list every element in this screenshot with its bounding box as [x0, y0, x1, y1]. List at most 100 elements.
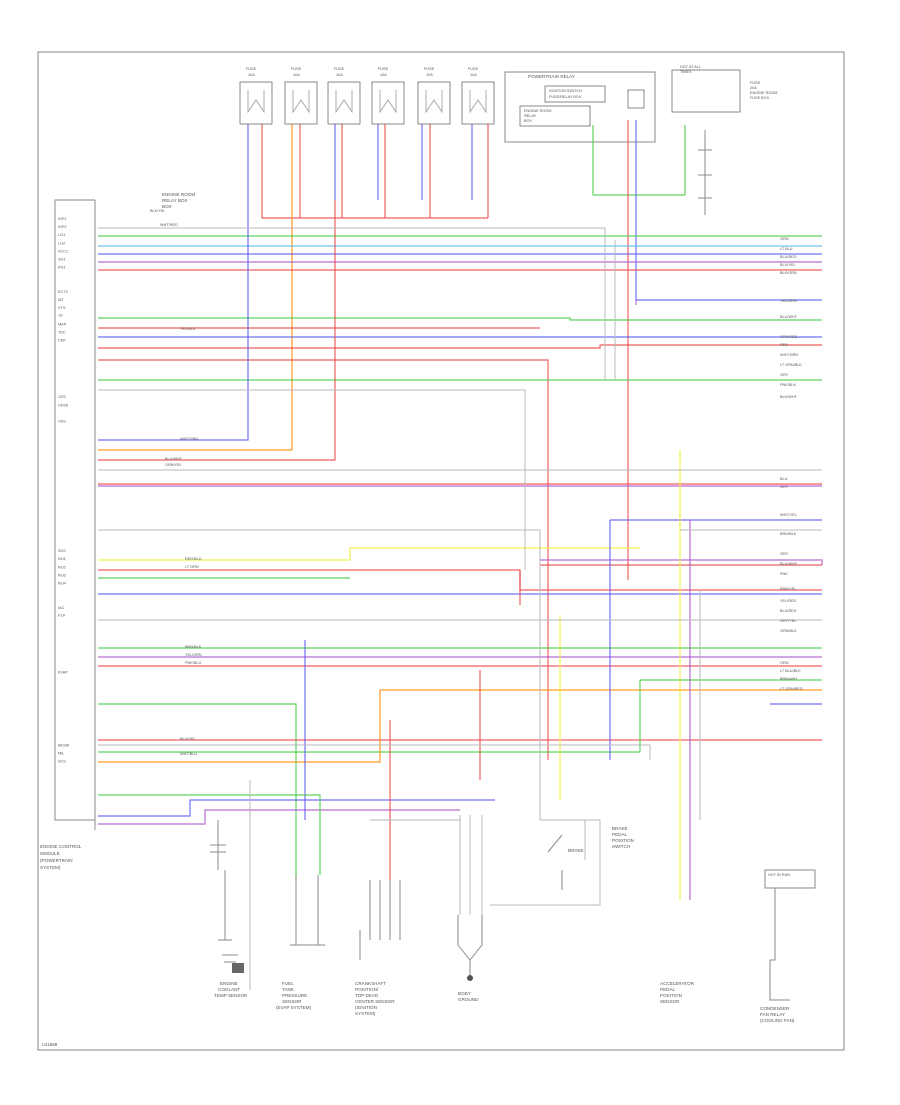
- component-label: SENSOR: [660, 999, 680, 1004]
- ecm-pin-label: VCC1: [58, 249, 68, 253]
- component-label: TANK: [282, 987, 295, 992]
- connector-label-line: ENGINE ROOM: [162, 192, 195, 197]
- wire-49: [98, 799, 495, 817]
- mid-wire-label: BLU/WHT: [165, 457, 183, 461]
- diagram-footer-code: L01568: [42, 1042, 58, 1047]
- right-wire-label: BLU/RED: [780, 255, 797, 259]
- ground-icon: [467, 975, 473, 981]
- ecm-pin-label: VSS: [58, 420, 66, 424]
- ecm-pin-label: O2S: [58, 395, 66, 399]
- component-label: GROUND: [458, 997, 479, 1002]
- relay-inner-box: [544, 85, 606, 103]
- component-label: (IGNITION: [355, 1005, 377, 1010]
- wire-48: [98, 690, 381, 763]
- relay-coil-box: [519, 105, 591, 127]
- relay-box-title: POWERTRAIN RELAY: [528, 74, 575, 79]
- ecm-bracket: [54, 199, 95, 821]
- right-wire-label: GRY/YEL: [780, 619, 796, 623]
- mid-wire-label: WHT/BLU: [180, 752, 197, 756]
- right-wire-label: WHT/YEL: [780, 513, 797, 517]
- top-right-side-label: FUSE: [750, 81, 761, 85]
- component-label: FUEL: [282, 981, 294, 986]
- fuse-label: FUSE: [246, 67, 257, 71]
- right-wire-label: LT GRN/BLK: [780, 363, 802, 367]
- gray-wire-3: [98, 529, 541, 820]
- mid-wire-label: RED/BLU: [185, 557, 202, 561]
- fuse-icon: [379, 90, 397, 114]
- condenser-fan-relay: HOT IN RUN CONDENSER FAN RELAY (COOLING …: [760, 869, 816, 1023]
- wire-33: [98, 569, 822, 591]
- mid-wire-labels: BLK/YELWHT/REDYEL/BLKWHT/GRNBLU/WHTGRN/Y…: [150, 209, 202, 756]
- ecm-pin-label: INJ2: [58, 565, 66, 569]
- component-label: (COOLING FAN): [760, 1018, 795, 1023]
- right-wire-label: BLK/WHT: [780, 395, 798, 399]
- fuse-label: FUSE: [334, 67, 345, 71]
- right-wire-label: BRN/BLK: [780, 532, 797, 536]
- component-label: POSITION/: [355, 987, 379, 992]
- right-wire-label: BLU/YEL: [780, 263, 796, 267]
- relay-contact-box: [627, 89, 645, 109]
- right-wire-label: GRY: [780, 552, 789, 556]
- ecm-pin-label: LG1: [58, 233, 65, 237]
- right-wire-label: GRY: [780, 373, 789, 377]
- wire-21: [98, 317, 822, 321]
- ecm-pin-label: TP: [58, 314, 63, 318]
- top-right-fuse-box: [671, 69, 741, 113]
- component-label: CENTER SENSOR: [355, 999, 395, 1004]
- component-label: BODY: [458, 991, 471, 996]
- fuse-rating: 10A: [380, 73, 387, 77]
- right-wire-label: ORN: [780, 661, 789, 665]
- fuel-tank-pressure-sensor: FUEL TANK PRESSURE SENSOR (EVAP SYSTEM): [276, 875, 325, 1010]
- right-wire-label: PNK: [780, 572, 788, 576]
- right-wire-label: BLU/RED: [780, 609, 797, 613]
- fuse-box: [417, 81, 451, 125]
- component-label: CONDENSER: [760, 1006, 790, 1011]
- mid-wire-label: BLK/YEL: [150, 209, 165, 213]
- switch-label: POSITION: [612, 838, 634, 843]
- ecm-pin-label: ECT2: [58, 290, 68, 294]
- mid-wire-label: GRN/YEL: [165, 463, 182, 467]
- fuse-icon: [469, 90, 487, 114]
- fuse-label: FUSE: [291, 67, 302, 71]
- fuse-box: [461, 81, 495, 125]
- ecm-pin-label: TDC: [58, 330, 66, 334]
- mid-wire-label: BRN/BLK: [185, 645, 202, 649]
- fuse-rating: 10A: [336, 73, 343, 77]
- gray-wire-5: [98, 744, 651, 760]
- fuse-icon: [425, 90, 443, 114]
- ecm-pin-label: BKSW: [58, 744, 70, 748]
- component-label: PRESSURE: [282, 993, 307, 998]
- right-wire-label: PNK/BLK: [780, 383, 797, 387]
- right-wire-label: YEL/RED: [780, 599, 797, 603]
- top-right-side-label: 20A: [750, 86, 757, 90]
- component-label: TEMP SENSOR: [214, 993, 248, 998]
- brake-label: BRAKE: [568, 848, 584, 853]
- ecm-title: ENGINE CONTROL MODULE (POWERTRAIN SYSTEM…: [40, 844, 82, 870]
- mid-wire-label: LT GRN: [185, 565, 199, 569]
- top-right-label: HOT AT ALL: [680, 65, 701, 69]
- mid-wire-label: YEL/GRN: [185, 653, 202, 657]
- gray-wire-1: [98, 389, 526, 570]
- ecm-pin-label: LG2: [58, 241, 65, 245]
- fuse-label: FUSE: [424, 67, 435, 71]
- ecm-title-line: MODULE: [40, 851, 60, 856]
- fuse-label: FUSE: [378, 67, 389, 71]
- accelerator-pedal-position-sensor: ACCELERATOR PEDAL POSITION SENSOR: [660, 981, 695, 1004]
- ecm-pin-label: IGP2: [58, 225, 67, 229]
- wire-45: [98, 703, 297, 880]
- ecm-pin-label: MAP: [58, 322, 67, 326]
- gray-wire-13: [490, 819, 601, 906]
- right-wire-label: YEL/GRN: [780, 299, 797, 303]
- component-label: SENSOR: [282, 999, 302, 1004]
- ecm-pin-label: SG1: [58, 258, 66, 262]
- right-wire-label: WHT/GRN: [780, 353, 798, 357]
- ecm-pin-label: SCS: [58, 760, 66, 764]
- wire-harness: [98, 120, 823, 900]
- component-label: COOLANT: [218, 987, 240, 992]
- relay-inner-label: IGNITION SWITCH: [549, 89, 582, 93]
- ecm-pin-label: IAC: [58, 606, 65, 610]
- top-right-switch: [698, 130, 712, 215]
- right-wire-label: BLK/GRN: [780, 271, 797, 275]
- relay-hot-label: HOT IN RUN: [768, 873, 790, 877]
